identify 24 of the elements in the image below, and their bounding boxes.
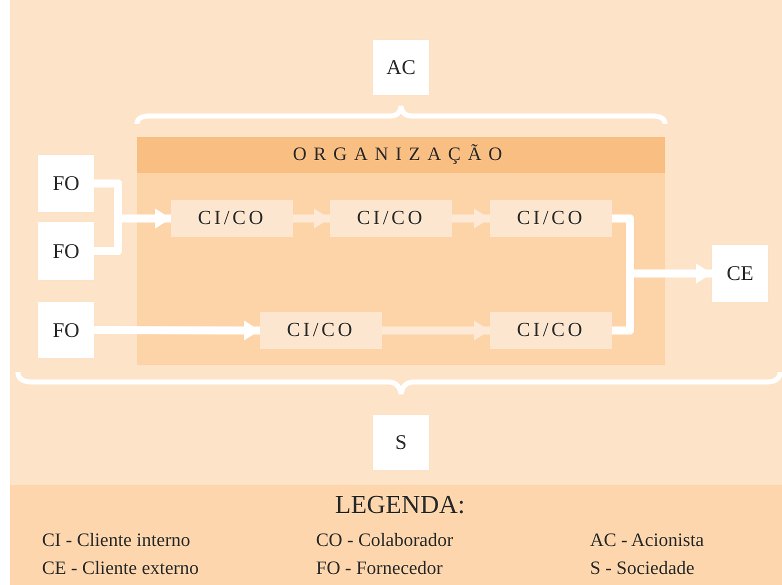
panel-header: ORGANIZAÇÃO [137,137,665,173]
legend-entry: CO - Colaborador [316,530,454,552]
legend-entry: CI - Cliente interno [42,530,190,552]
legend-entry: FO - Fornecedor [316,558,443,580]
actor-box: FO [38,155,94,212]
organization-panel [137,137,665,365]
legend-title: LEGENDA: [335,490,465,520]
actor-box: FO [38,302,94,358]
arrow [452,208,490,228]
actor-box: FO [38,222,94,280]
actor-box: AC [373,40,429,95]
legend-entry: CE - Cliente externo [42,558,199,580]
process-box: CI/CO [490,312,612,349]
arrow [94,320,260,340]
legend-entry: AC - Acionista [590,530,704,552]
legend-entry: S - Sociedade [590,558,694,580]
process-box: CI/CO [171,200,293,237]
process-box: CI/CO [330,200,452,237]
process-box: CI/CO [490,200,612,237]
actor-box: CE [712,245,768,302]
arrow [382,320,490,340]
arrow [293,208,330,228]
actor-box: S [373,415,429,470]
process-box: CI/CO [260,312,382,349]
